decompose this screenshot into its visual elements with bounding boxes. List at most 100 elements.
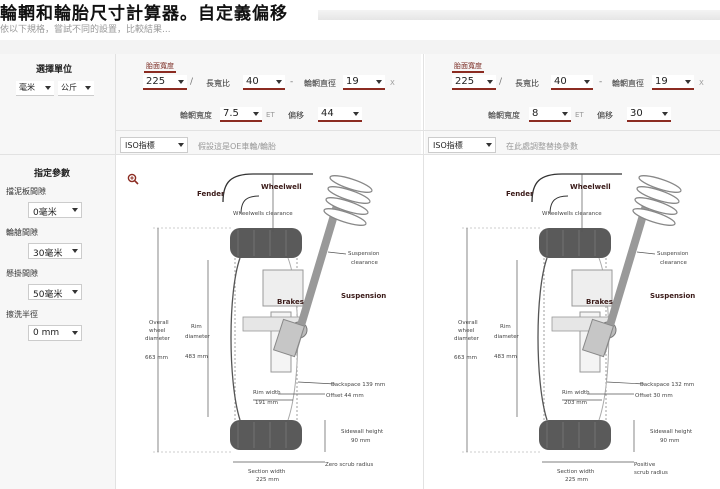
- left-iso-select[interactable]: ISO指標: [120, 137, 188, 153]
- rim-diameter-label: Rim: [191, 324, 202, 330]
- suspension-mount: [581, 318, 615, 358]
- unit-length-select[interactable]: 毫米: [16, 81, 54, 96]
- wheelwell-clearance-select[interactable]: 30毫米: [28, 243, 82, 259]
- suspension-label: Suspension: [341, 292, 386, 300]
- offset-label: Offset 30 mm: [635, 393, 673, 399]
- section-width-label: Section width: [557, 469, 595, 475]
- chevron-down-icon: [72, 249, 78, 253]
- suspension-spring: [636, 186, 680, 204]
- suspension-spring: [634, 197, 678, 215]
- wheelwell-outline: [549, 195, 569, 215]
- right-rimwidth-label: 輪輞寬度: [488, 111, 520, 120]
- rim-diameter-label: diameter: [494, 334, 520, 340]
- fender-label: 擋泥板間隙: [6, 187, 46, 196]
- wheelwell-clearance-label: Wheelwells clearance: [233, 211, 293, 217]
- rim-diameter-value: 483 mm: [494, 354, 517, 360]
- sidewall-label: Sidewall height: [341, 429, 384, 435]
- rim-inner: [537, 257, 548, 421]
- fender-outline: [222, 173, 313, 203]
- left-aspect-select[interactable]: 40: [243, 75, 285, 90]
- suspension-spring: [329, 175, 373, 193]
- title-bar: [318, 10, 720, 20]
- left-tread-select[interactable]: 225: [143, 75, 187, 90]
- scrub-radius-select[interactable]: 0 mm: [28, 325, 82, 341]
- unit-weight-select[interactable]: 公斤: [58, 81, 94, 96]
- suspension-label: Suspension: [650, 292, 695, 300]
- overall-label: diameter: [454, 336, 480, 342]
- suspension-clearance-select[interactable]: 50毫米: [28, 284, 82, 300]
- overall-label: Overall: [149, 320, 169, 326]
- chevron-down-icon: [178, 143, 184, 147]
- scrub-label: Positive: [634, 462, 656, 468]
- suspension-label: 懸掛間隙: [6, 269, 38, 278]
- left-rimdiam-label: 輪輞直徑: [304, 79, 336, 88]
- overall-label: wheel: [458, 328, 475, 334]
- fender-label: Fender: [506, 190, 534, 198]
- rim-inner: [230, 257, 241, 421]
- right-rimdiam-select[interactable]: 19: [652, 75, 694, 90]
- tire-bottom: [539, 420, 611, 450]
- section-width-value: 225 mm: [256, 477, 279, 483]
- overall-label: diameter: [145, 336, 171, 342]
- chevron-down-icon: [178, 80, 184, 84]
- chevron-down-icon: [562, 112, 568, 116]
- right-rimdiam-label: 輪輞直徑: [612, 79, 644, 88]
- chevron-down-icon: [45, 86, 51, 90]
- right-offset-label: 偏移: [597, 111, 613, 120]
- right-rimwidth-select[interactable]: 8: [529, 107, 571, 122]
- tire-bottom: [230, 420, 302, 450]
- chevron-down-icon: [276, 80, 282, 84]
- brakes-label: Brakes: [586, 298, 613, 306]
- suspension-spring: [632, 208, 676, 226]
- suspension-spring: [327, 186, 371, 204]
- brake-caliper: [262, 269, 304, 307]
- backspace-leader: [297, 381, 336, 385]
- rim-width-value: 191 mm: [255, 400, 278, 406]
- rim-diameter-value: 483 mm: [185, 354, 208, 360]
- rim-width-label: Rim width: [253, 390, 281, 396]
- left-rimdiam-select[interactable]: 19: [343, 75, 385, 90]
- overall-label: Overall: [458, 320, 478, 326]
- right-tread-label: 胎面寬度: [452, 61, 484, 73]
- left-offset-label: 偏移: [288, 111, 304, 120]
- wheelwell-label: Wheelwell: [261, 183, 302, 191]
- chevron-down-icon: [376, 80, 382, 84]
- fender-clearance-select[interactable]: 0毫米: [28, 202, 82, 218]
- zoom-in-icon[interactable]: [127, 173, 139, 185]
- rim-diameter-label: Rim: [500, 324, 511, 330]
- right-offset-select[interactable]: 30: [627, 107, 671, 122]
- backspace-label: Backspace 139 mm: [331, 382, 385, 388]
- chevron-down-icon: [685, 80, 691, 84]
- backspace-leader: [606, 381, 645, 385]
- suspension-mount: [272, 318, 306, 358]
- scrub-label: 擦洗半徑: [6, 310, 38, 319]
- page-subtitle: 依以下規格，嘗試不同的設置，比較結果...: [0, 25, 171, 35]
- tire-top: [539, 228, 611, 258]
- fender-outline: [531, 173, 622, 203]
- suspension-clearance-label: clearance: [351, 260, 378, 266]
- page-title: 輪輞和輪胎尺寸計算器。自定義偏移: [0, 4, 288, 24]
- suspension-spring: [323, 208, 367, 226]
- wheelwell-outline: [240, 195, 260, 215]
- params-label: 指定參數: [34, 169, 71, 179]
- sidewall-label: Sidewall height: [650, 429, 693, 435]
- right-tread-select[interactable]: 225: [452, 75, 496, 90]
- scrub-label: Zero scrub radius: [325, 462, 373, 468]
- suspension-clearance-label: clearance: [660, 260, 687, 266]
- chevron-down-icon: [72, 331, 78, 335]
- left-aspect-label: 長寬比: [206, 79, 230, 88]
- rim-width-label: Rim width: [562, 390, 590, 396]
- right-aspect-select[interactable]: 40: [551, 75, 593, 90]
- right-iso-select[interactable]: ISO指標: [428, 137, 496, 153]
- chevron-down-icon: [72, 290, 78, 294]
- left-offset-select[interactable]: 44: [318, 107, 362, 122]
- left-rimwidth-select[interactable]: 7.5: [220, 107, 262, 122]
- tire-top: [230, 228, 302, 258]
- wheelwell-label: 輪艙間隙: [6, 228, 38, 237]
- suspension-spring: [325, 197, 369, 215]
- section-width-value: 225 mm: [565, 477, 588, 483]
- brakes-label: Brakes: [277, 298, 304, 306]
- offset-label: Offset 44 mm: [326, 393, 364, 399]
- overall-value: 663 mm: [145, 355, 168, 361]
